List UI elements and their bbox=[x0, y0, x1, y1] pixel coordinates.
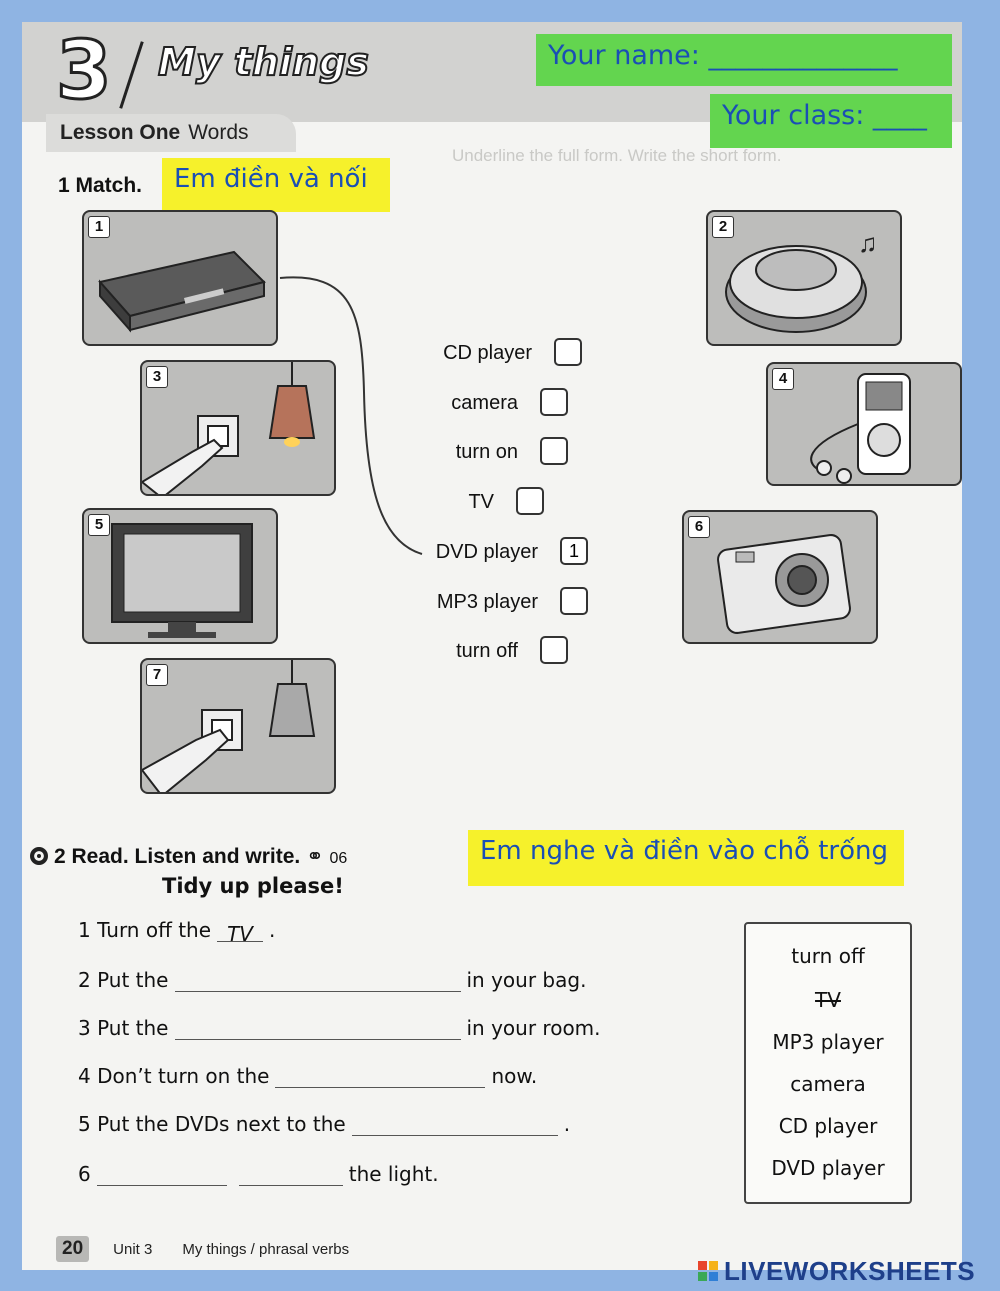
sentence-post: now. bbox=[491, 1064, 538, 1088]
word-bank-item: turn off bbox=[791, 944, 865, 968]
sentence-post: in your bag. bbox=[466, 968, 587, 992]
sentence-2: 2 Put the in your bag. bbox=[78, 968, 586, 992]
sentence-pre: 2 Put the bbox=[78, 968, 169, 992]
footer-unit: Unit 3 bbox=[113, 1241, 153, 1258]
picture-number: 4 bbox=[772, 368, 794, 390]
page-footer: 20 Unit 3 My things / phrasal verbs bbox=[56, 1236, 349, 1262]
exercise1-instruction: Em điền và nối bbox=[162, 158, 390, 212]
picture-number: 7 bbox=[146, 664, 168, 686]
exercise2-instruction: Em nghe và điền vào chỗ trống bbox=[468, 830, 904, 886]
answer-blank-6a[interactable] bbox=[96, 1166, 227, 1186]
picture-5: 5 bbox=[82, 508, 278, 644]
name-field[interactable]: Your name: ______________ bbox=[536, 34, 952, 86]
match-box-turn-off[interactable] bbox=[540, 636, 568, 664]
lesson-bar bbox=[46, 114, 296, 152]
tv-icon bbox=[111, 523, 253, 638]
svg-text:♫: ♫ bbox=[858, 228, 878, 258]
unit-number: 3 bbox=[55, 23, 114, 119]
sentence-post: in your room. bbox=[466, 1016, 601, 1040]
headphones-icon: ⚭ bbox=[306, 845, 324, 868]
answer-blank-5[interactable] bbox=[351, 1116, 558, 1136]
answer-blank-6b[interactable] bbox=[238, 1166, 343, 1186]
picture-number: 3 bbox=[146, 366, 168, 388]
footer-topic: My things / phrasal verbs bbox=[182, 1241, 350, 1258]
exercise2-title: 2 Read. Listen and write. ⚭ 06 bbox=[30, 844, 347, 869]
worksheet-page: 3 My things Lesson One Words Your name: _… bbox=[22, 22, 962, 1270]
match-label-camera: camera bbox=[451, 392, 518, 414]
word-bank-item: TV bbox=[815, 988, 841, 1012]
sentence-pre: 1 Turn off the bbox=[78, 918, 212, 942]
match-label-cd-player: CD player bbox=[443, 342, 532, 364]
dvd-player-icon bbox=[98, 250, 266, 333]
light-switch-off-icon bbox=[142, 660, 316, 792]
match-label-turn-off: turn off bbox=[456, 640, 518, 662]
picture-number: 6 bbox=[688, 516, 710, 538]
picture-6: 6 bbox=[682, 510, 878, 644]
match-box-turn-on[interactable] bbox=[540, 437, 568, 465]
word-bank-item: DVD player bbox=[771, 1156, 885, 1180]
exercise1-title: 1 Match. bbox=[58, 174, 143, 197]
class-field[interactable]: Your class: ____ bbox=[710, 94, 952, 148]
picture-number: 1 bbox=[88, 216, 110, 238]
unit-title: My things bbox=[157, 39, 370, 85]
match-label-dvd-player: DVD player bbox=[435, 541, 538, 563]
cd-player-icon: ♫ bbox=[725, 228, 878, 333]
picture-3: 3 bbox=[140, 360, 336, 496]
exercise2-instruction-text: Em nghe và điền vào chỗ trống bbox=[480, 836, 889, 866]
cd-track-icon bbox=[30, 847, 48, 865]
word-bank-item: MP3 player bbox=[772, 1030, 884, 1054]
picture-4: 4 bbox=[766, 362, 962, 486]
liveworksheets-logo[interactable]: LIVEWORKSHEETS bbox=[724, 1256, 976, 1286]
sentence-5: 5 Put the DVDs next to the. bbox=[78, 1112, 570, 1136]
picture-number: 5 bbox=[88, 514, 110, 536]
match-box-camera[interactable] bbox=[540, 388, 568, 416]
sentence-pre: 4 Don’t turn on the bbox=[78, 1064, 270, 1088]
lesson-heading: Lesson One Words bbox=[60, 121, 249, 145]
camera-icon bbox=[717, 534, 851, 634]
sentence-pre: 6 bbox=[78, 1162, 91, 1186]
match-label-mp3-player: MP3 player bbox=[436, 591, 538, 613]
match-label-tv: TV bbox=[468, 491, 494, 513]
word-bank-item: camera bbox=[790, 1072, 866, 1096]
page-number: 20 bbox=[56, 1236, 90, 1262]
match-line bbox=[279, 276, 423, 555]
exercise2-subtitle: Tidy up please! bbox=[162, 874, 344, 898]
exercise2-title-text: 2 Read. Listen and write. bbox=[54, 845, 301, 868]
lesson-sub: Words bbox=[188, 121, 249, 144]
track-number: 06 bbox=[329, 850, 348, 867]
ghost-text: Underline the full form. Write the short… bbox=[452, 146, 782, 165]
light-switch-on-icon bbox=[142, 362, 316, 494]
picture-2: 2 ♫ bbox=[706, 210, 902, 346]
sentence-4: 4 Don’t turn on the now. bbox=[78, 1064, 537, 1088]
answer-blank-2[interactable] bbox=[174, 972, 461, 992]
match-box-dvd-player[interactable]: 1 bbox=[560, 537, 588, 565]
exercise1-instruction-text: Em điền và nối bbox=[174, 164, 368, 194]
sentence-post: the light. bbox=[348, 1162, 439, 1186]
match-box-tv[interactable] bbox=[516, 487, 544, 515]
mp3-player-icon bbox=[810, 373, 911, 484]
match-label-turn-on: turn on bbox=[455, 441, 518, 463]
class-label: Your class: ____ bbox=[722, 100, 927, 131]
name-label: Your name: ______________ bbox=[548, 40, 898, 71]
liveworksheets-logo-icon bbox=[698, 1261, 718, 1281]
match-box-mp3-player[interactable] bbox=[560, 587, 588, 615]
answer-blank-4[interactable] bbox=[275, 1068, 486, 1088]
sentence-pre: 5 Put the DVDs next to the bbox=[78, 1112, 346, 1136]
match-box-cd-player[interactable] bbox=[554, 338, 582, 366]
word-bank: turn off TV MP3 player camera CD player … bbox=[744, 922, 912, 1204]
answer-blank-3[interactable] bbox=[174, 1020, 461, 1040]
sentence-6: 6 the light. bbox=[78, 1162, 439, 1186]
word-bank-item: CD player bbox=[778, 1114, 878, 1138]
lesson-label: Lesson One bbox=[60, 121, 181, 144]
sentence-3: 3 Put the in your room. bbox=[78, 1016, 601, 1040]
answer-blank-1[interactable]: TV bbox=[217, 922, 264, 946]
sentence-post: . bbox=[563, 1112, 571, 1136]
picture-7: 7 bbox=[140, 658, 336, 794]
sentence-post: . bbox=[269, 918, 276, 942]
picture-number: 2 bbox=[712, 216, 734, 238]
sentence-pre: 3 Put the bbox=[78, 1016, 169, 1040]
picture-1: 1 bbox=[82, 210, 278, 346]
